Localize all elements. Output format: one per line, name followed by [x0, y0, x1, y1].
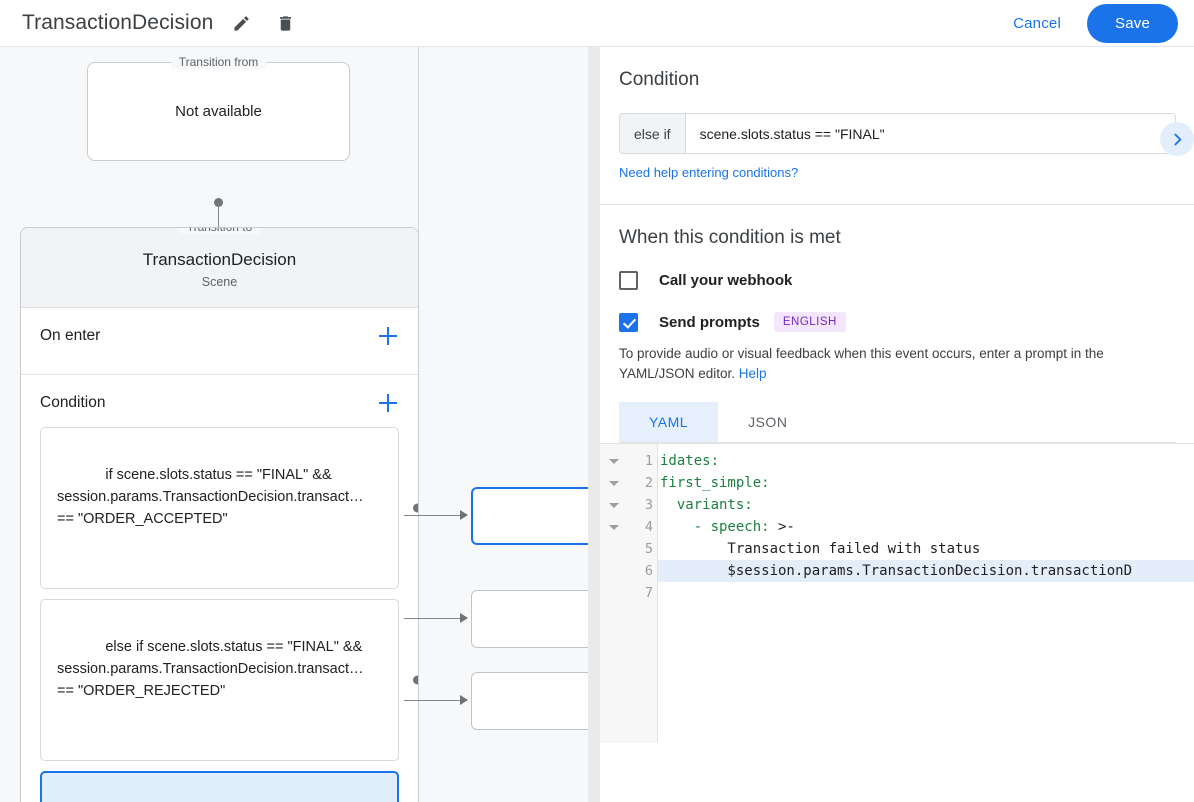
pencil-icon[interactable]	[225, 7, 257, 39]
line-number: 5	[644, 541, 653, 557]
flow-canvas[interactable]: Transition from Not available Transition…	[0, 46, 588, 802]
scene-subtitle: Scene	[201, 275, 238, 289]
line-number: 3	[644, 497, 653, 513]
scene-title: TransactionDecision	[142, 250, 297, 269]
prompts-hint: To provide audio or visual feedback when…	[619, 344, 1176, 384]
condition-item-selected[interactable]: else if scene.slots.status == "FINAL"	[40, 771, 399, 802]
target-box[interactable]	[471, 487, 588, 545]
panel-divider	[588, 46, 600, 802]
call-webhook-label: Call your webhook	[659, 272, 793, 289]
transition-from-value: Not available	[175, 103, 262, 120]
details-panel: Condition else if Need help entering con…	[600, 46, 1194, 802]
cancel-button[interactable]: Cancel	[997, 6, 1077, 41]
call-webhook-checkbox[interactable]	[619, 271, 638, 290]
condition-heading: Condition	[619, 69, 700, 90]
scene-card: Transition to TransactionDecision Scene …	[20, 227, 419, 802]
when-condition-met-section: When this condition is met Call your web…	[600, 205, 1194, 443]
section-on-enter: On enter	[21, 308, 418, 375]
send-prompts-checkbox[interactable]	[619, 312, 638, 332]
editor-fold-column	[600, 444, 628, 743]
code-line: idates:	[658, 450, 1194, 472]
edge-arrow-icon	[460, 510, 468, 520]
code-editor[interactable]: 1 2 3 4 5 6 7 idates: first_simple: vari…	[600, 443, 1194, 743]
edge-line	[404, 700, 466, 701]
fold-toggle-icon[interactable]	[600, 472, 628, 494]
fold-spacer	[600, 538, 628, 560]
tab-yaml[interactable]: YAML	[619, 402, 719, 442]
code-token-key: idates:	[660, 453, 720, 469]
plus-icon[interactable]	[376, 324, 400, 348]
section-header: On enter	[21, 308, 418, 360]
section-title-condition: Condition	[40, 394, 106, 411]
language-badge: ENGLISH	[773, 312, 846, 332]
tab-json[interactable]: JSON	[748, 414, 788, 430]
fold-toggle-icon[interactable]	[600, 450, 628, 472]
code-line: first_simple:	[658, 472, 1194, 494]
condition-prefix-label: else if	[620, 114, 686, 153]
edge-arrow-icon	[460, 695, 468, 705]
section-title-on-enter: On enter	[40, 327, 101, 344]
code-token-rest: $session.params.TransactionDecision.tran…	[660, 563, 1133, 579]
edge-arrow-icon	[460, 613, 468, 623]
section-condition: Condition if scene.slots.status == "FINA…	[21, 375, 418, 802]
code-line	[658, 582, 1194, 604]
code-line: variants:	[658, 494, 1194, 516]
fold-spacer	[600, 582, 628, 604]
scene-header: TransactionDecision Scene	[21, 228, 418, 308]
prompts-help-link[interactable]: Help	[738, 366, 767, 381]
send-prompts-row[interactable]: Send prompts ENGLISH	[619, 312, 1176, 332]
condition-expression-input[interactable]	[685, 114, 1175, 153]
prompts-hint-text: To provide audio or visual feedback when…	[619, 346, 1104, 381]
connector-dot	[214, 198, 223, 207]
plus-icon[interactable]	[376, 391, 400, 415]
edge-line	[404, 515, 466, 516]
code-line: - speech: >-	[658, 516, 1194, 538]
fold-toggle-icon[interactable]	[600, 516, 628, 538]
save-button[interactable]: Save	[1087, 3, 1178, 43]
code-token-key: - speech:	[660, 519, 770, 535]
code-token-key: variants:	[660, 497, 753, 513]
code-line: Transaction failed with status	[658, 538, 1194, 560]
code-token-rest: Transaction failed with status	[660, 541, 981, 557]
page-title: TransactionDecision	[22, 11, 214, 34]
target-box[interactable]	[471, 590, 588, 648]
condition-help-link[interactable]: Need help entering conditions?	[619, 165, 799, 180]
line-number: 2	[644, 475, 653, 491]
transition-from-box: Transition from Not available	[87, 55, 350, 161]
target-box[interactable]	[471, 672, 588, 730]
body-split: Transition from Not available Transition…	[0, 46, 1194, 802]
webhook-row[interactable]: Call your webhook	[619, 271, 1176, 290]
editor-tabs: YAML JSON	[619, 402, 1176, 443]
section-header: Condition	[21, 375, 418, 427]
line-number: 1	[644, 453, 653, 469]
condition-item[interactable]: if scene.slots.status == "FINAL" && sess…	[40, 427, 418, 589]
code-token-rest: >-	[769, 519, 795, 535]
edge-line	[404, 618, 466, 619]
editor-gutter: 1 2 3 4 5 6 7	[628, 444, 658, 743]
trash-icon[interactable]	[269, 7, 301, 39]
condition-input-row: else if	[619, 113, 1176, 154]
transition-from-legend: Transition from	[170, 55, 267, 69]
send-prompts-label: Send prompts	[659, 313, 760, 331]
condition-port-dot	[413, 675, 418, 685]
line-number: 4	[644, 519, 653, 535]
transition-to-legend: Transition to	[178, 228, 261, 234]
condition-item-text: if scene.slots.status == "FINAL" && sess…	[57, 467, 368, 527]
condition-item[interactable]: else if scene.slots.status == "FINAL" &&…	[40, 599, 418, 761]
code-token-key: first_simple:	[660, 475, 770, 491]
top-bar: TransactionDecision Cancel Save	[0, 0, 1194, 46]
condition-item-text: else if scene.slots.status == "FINAL" &&…	[57, 639, 368, 699]
condition-port-dot	[413, 503, 418, 513]
fold-toggle-icon[interactable]	[600, 494, 628, 516]
line-number: 7	[644, 585, 653, 601]
fold-spacer	[600, 560, 628, 582]
condition-section: Condition else if Need help entering con…	[600, 47, 1194, 205]
editor-code-column[interactable]: idates: first_simple: variants: - speech…	[658, 444, 1194, 743]
chevron-right-icon[interactable]	[1160, 122, 1194, 156]
code-line-highlighted: $session.params.TransactionDecision.tran…	[658, 560, 1194, 582]
when-met-heading: When this condition is met	[619, 227, 841, 248]
line-number: 6	[644, 563, 653, 579]
